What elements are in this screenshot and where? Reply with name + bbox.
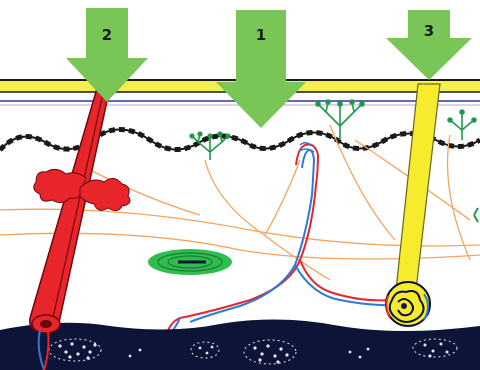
arrow-3-label: 3 xyxy=(424,22,434,40)
sweat-gland-coil xyxy=(386,282,430,326)
arrow-2-label: 2 xyxy=(102,26,112,44)
arrow-1-label: 1 xyxy=(256,26,266,44)
pacinian-corpuscle xyxy=(148,249,232,275)
